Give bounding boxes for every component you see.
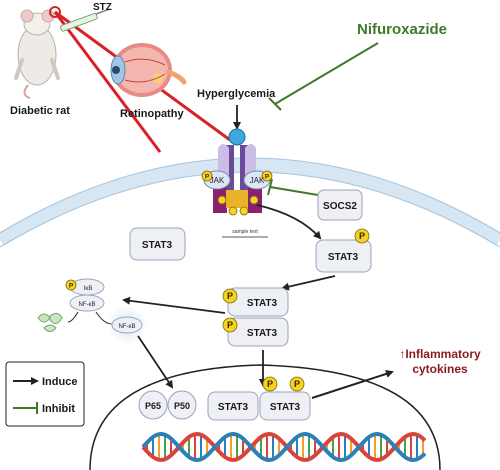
p65-circle: [138, 390, 168, 420]
p50-label: P50: [174, 401, 190, 411]
dimer-top-p-circle: [222, 288, 238, 304]
nucleus-membrane: [89, 364, 441, 470]
phospho-p-label: P: [227, 320, 233, 330]
ikb-p-circle: [65, 279, 77, 291]
zoom-line-2: [53, 11, 162, 153]
dimer-bottom-p-circle: [222, 317, 238, 333]
nuc-right-p-circle: [289, 376, 305, 392]
dna-strand: [141, 431, 427, 463]
stat3-dimer-top-label: STAT3: [247, 298, 278, 309]
legend-box: [5, 361, 85, 427]
phospho-letters: P P P P P P P P: [69, 173, 365, 389]
nfkb-free-ellipse: [111, 316, 143, 334]
stat3-nuc-right-box: [259, 391, 311, 421]
stat3-nuc-left-label: STAT3: [218, 402, 249, 413]
dna-strand: [141, 431, 427, 463]
socs2-box: [317, 189, 363, 221]
stat3-dimer-bottom-label: STAT3: [247, 328, 278, 339]
nifuroxazide-label: Nifuroxazide: [357, 21, 447, 38]
degraded-ikb-icon: [37, 312, 63, 332]
eye-illustration: [110, 43, 187, 97]
nifuroxazide-inhibit-bar: [268, 97, 282, 111]
phospho-p-label: P: [265, 173, 270, 180]
stat3-unphos-box: [129, 227, 186, 261]
legend-inhibit-label: Inhibit: [42, 403, 75, 415]
dna-helix: [141, 431, 427, 463]
p50-circle: [167, 390, 197, 420]
receptor-complex: [203, 128, 271, 213]
hyperglycemia-label: Hyperglycemia: [197, 88, 276, 100]
ikb-label: IκB: [84, 286, 93, 292]
retinopathy-label: Retinopathy: [120, 108, 184, 120]
jak-phospho-left: [201, 170, 213, 182]
socs2-inhibit-bar: [267, 178, 273, 196]
jak-left-label: JAK: [210, 176, 225, 185]
stat3-phos-p-circle: [354, 228, 370, 244]
nfkb-translocation-arrow: [137, 335, 174, 389]
dimerization-arrow: [281, 275, 336, 291]
stat3-nuc-right-label: STAT3: [270, 402, 301, 413]
phospho-p-label: P: [227, 291, 233, 301]
stat3-phos-label: STAT3: [328, 252, 359, 263]
syringe-icon: [60, 8, 111, 32]
nifuroxazide-inhibit-line: [274, 42, 379, 105]
legend: Induce Inhibit: [5, 361, 85, 427]
nfkb-split-line-left: [67, 311, 79, 323]
cytokines-label: cytokines: [412, 362, 468, 376]
stat3-unphos-label: STAT3: [142, 240, 173, 251]
inflammatory-label: ↑Inflammatory: [399, 347, 481, 361]
receptor-phospho-sites: [217, 195, 259, 216]
phospho-p-label: P: [294, 379, 300, 389]
stat3-nuc-left-box: [207, 391, 259, 421]
nfkb-complex: [69, 278, 105, 312]
diabetic-rat-label: Diabetic rat: [10, 105, 70, 117]
activation-arrow: [256, 204, 322, 240]
phospho-p-label: P: [267, 379, 273, 389]
phospho-p-label: P: [205, 173, 210, 180]
nuc-left-p-circle: [262, 376, 278, 392]
stat3-phos-box: [315, 239, 372, 273]
nfkb-free-label: NF-κB: [119, 324, 136, 330]
sample-text-label: sample text: [232, 229, 258, 235]
nfkb-complex-label: NF-κB: [79, 302, 96, 308]
cytokine-arrow: [311, 370, 394, 399]
phospho-p-label: P: [359, 231, 365, 241]
socs2-inhibit-line: [269, 186, 319, 196]
legend-induce-label: Induce: [42, 376, 77, 388]
p65-label: P65: [145, 401, 161, 411]
jak-right-label: JAK: [250, 176, 265, 185]
socs2-label: SOCS2: [323, 201, 357, 212]
jak-phospho-right: [261, 170, 273, 182]
stz-label: STZ: [93, 2, 112, 13]
rat-illustration: [14, 6, 61, 99]
phospho-p-label: P: [69, 282, 74, 289]
nfkb-activation-arrow: [122, 296, 226, 314]
